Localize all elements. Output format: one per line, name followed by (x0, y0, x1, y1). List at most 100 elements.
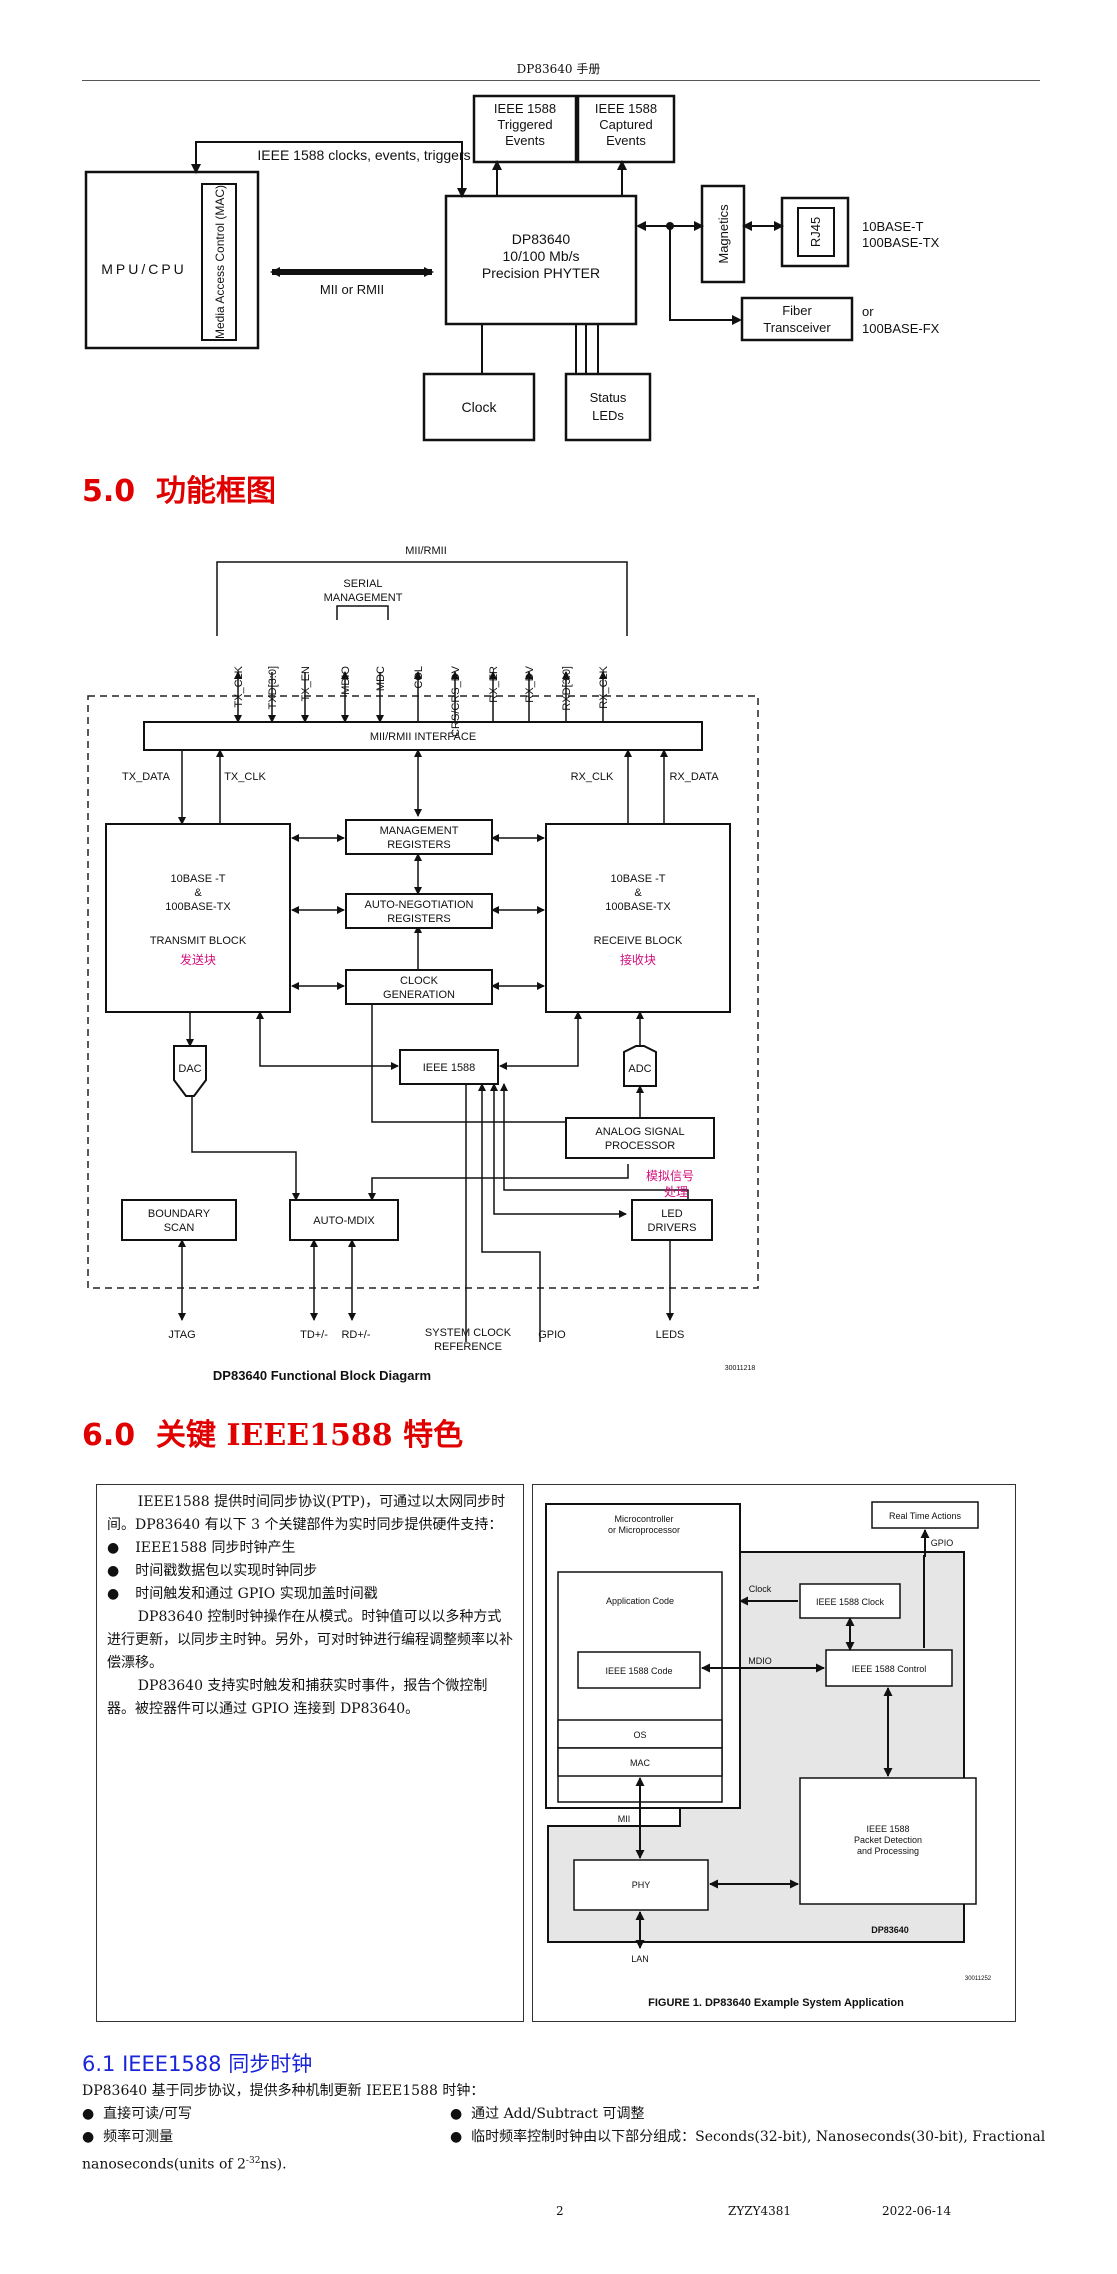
asp-l2: PROCESSOR (605, 1140, 675, 1152)
section-6-bullet-list: IEEE1588 同步时钟产生 时间戳数据包以实现时钟同步 时间触发和通过 GP… (107, 1537, 513, 1606)
clock-arrow-label: Clock (749, 1584, 772, 1594)
triggered-events-box (472, 94, 578, 164)
continuation-prefix: nanoseconds(units of 2 (82, 2156, 246, 2173)
mii-rmii-label: MII or RMII (320, 282, 384, 297)
chip-boundary (87, 695, 759, 1289)
header-divider (82, 80, 1040, 81)
pin-rx-er: RX_ER (488, 666, 500, 703)
packet-l3: and Processing (857, 1846, 919, 1856)
or-label: or (862, 304, 874, 319)
pin-col: COL (413, 666, 425, 689)
magnetics-label: Magnetics (716, 204, 731, 264)
pin-rxd: RXD[3:0] (561, 666, 573, 711)
autoneg-regs-box (345, 893, 493, 929)
rx-block-l1: 10BASE -T (610, 873, 665, 885)
rj45-label: RJ45 (808, 217, 823, 247)
mac-box (557, 1747, 723, 1777)
phy-l1: DP83640 (512, 231, 571, 247)
code-1588-label: IEEE 1588 Code (605, 1666, 672, 1676)
section-6-1-bullet-l1: ● 直接可读/可写 (82, 2106, 192, 2122)
tx-block-l3: 100BASE-TX (165, 901, 231, 913)
mdio-label: MDIO (748, 1656, 772, 1666)
os-box (557, 1719, 723, 1749)
control-1588-label: IEEE 1588 Control (852, 1664, 927, 1674)
10baset-label: 10BASE-T (862, 219, 923, 234)
page-header: DP83640 手册 (516, 62, 601, 76)
micro-l1: Microcontroller (614, 1514, 673, 1524)
code-1588-box (577, 1651, 701, 1689)
continuation-sup: -32 (245, 2156, 261, 2166)
jtag-label: JTAG (168, 1329, 195, 1341)
status-l2: LEDs (592, 408, 624, 423)
phy-l3: Precision PHYTER (482, 265, 600, 281)
section-6-1-continuation: nanoseconds(units of 2-32ns). (82, 2150, 287, 2177)
section-6-text-box: IEEE1588 提供时间同步协议(PTP)，可通过以太网同步时间。DP8364… (96, 1484, 524, 2022)
bullet-text: 临时频率控制时钟由以下部分组成：Seconds(32-bit), Nanosec… (471, 2129, 1046, 2145)
clock-gen-box (345, 969, 493, 1005)
section-6-title-en: IEEE1588 (226, 1418, 393, 1453)
receive-block (545, 823, 731, 1013)
example-system-diagram: Microcontroller or Microprocessor Applic… (545, 1501, 992, 2009)
bullet-text: 直接可读/可写 (103, 2106, 192, 2122)
status-leds-box (564, 372, 652, 442)
control-1588-box (825, 1649, 953, 1687)
serial-mgmt-l1: SERIAL (343, 578, 382, 590)
tx-block-l4: TRANSMIT BLOCK (150, 935, 247, 947)
tx-block-cn: 发送块 (180, 952, 216, 967)
clockgen-l1: CLOCK (400, 975, 439, 987)
clock-box (422, 372, 536, 442)
bscan-l2: SCAN (164, 1222, 195, 1234)
led-drivers-l1: LED (661, 1208, 682, 1220)
rd-label: RD+/- (341, 1329, 370, 1341)
bullet-text: 频率可测量 (103, 2129, 174, 2145)
td-label: TD+/- (300, 1329, 328, 1341)
continuation-suffix: ns). (260, 2156, 287, 2173)
section-6-1-heading: 6.1 IEEE1588 同步时钟 (82, 2052, 313, 2076)
asp-cn-l2: 处理 (664, 1185, 688, 1199)
led-drivers-l2: DRIVERS (648, 1222, 697, 1234)
tx-clk-label: TX_CLK (224, 771, 266, 783)
mgmt-l2: REGISTERS (387, 839, 451, 851)
bullet-item: 时间触发和通过 GPIO 实现加盖时间戳 (107, 1583, 513, 1606)
pin-rx-clk: RX_CLK (598, 665, 610, 708)
clock-label: Clock (461, 399, 497, 415)
mii-rmii-top: MII/RMII (405, 545, 447, 557)
pin-tx-en: TX_EN (300, 666, 312, 702)
asp-l1: ANALOG SIGNAL (595, 1126, 684, 1138)
100basefx-label: 100BASE-FX (862, 321, 940, 336)
doc-date: 2022-06-14 (882, 2204, 952, 2218)
rx-block-l4: RECEIVE BLOCK (594, 935, 683, 947)
fiber-l2: Transceiver (763, 320, 831, 335)
rx-data-label: RX_DATA (669, 771, 719, 783)
packet-box (799, 1777, 977, 1905)
mpu-box (84, 170, 260, 350)
clockgen-l2: GENERATION (383, 989, 455, 1001)
transmit-block (105, 823, 291, 1013)
clocks-label: IEEE 1588 clocks, events, triggers (257, 147, 470, 163)
serial-mgmt-l2: MANAGEMENT (324, 592, 403, 604)
pin-rx-dv: RX_DV (524, 665, 536, 702)
section-6-title-cn2: 特色 (403, 1418, 464, 1453)
lan-label: LAN (631, 1954, 649, 1964)
asp-cn-l1: 模拟信号 (646, 1169, 694, 1183)
section-6-title-cn: 关键 (156, 1418, 217, 1453)
rx-block-l2: & (634, 887, 642, 899)
triggered-l3: Events (505, 133, 545, 148)
example-system-figure-box (532, 1484, 1016, 2022)
os-label: OS (633, 1730, 646, 1740)
section-6-para-3: DP83640 支持实时触发和捕获实时事件，报告个微控制器。被控器件可以通过 G… (107, 1678, 488, 1717)
packet-l1: IEEE 1588 (866, 1824, 909, 1834)
bullet-item: 时间戳数据包以实现时钟同步 (107, 1560, 513, 1583)
ieee1588-box (399, 1049, 499, 1085)
triggered-l2: Triggered (497, 117, 552, 132)
packet-l2: Packet Detection (854, 1835, 922, 1845)
app-code-label: Application Code (606, 1596, 674, 1606)
section-5-heading: 5.0 功能框图 (82, 466, 276, 510)
section-6-1-intro: DP83640 基于同步协议，提供多种机制更新 IEEE1588 时钟： (82, 2083, 485, 2099)
rx-block-cn: 接收块 (620, 952, 656, 967)
captured-l3: Events (606, 133, 646, 148)
leds-label: LEDS (656, 1329, 685, 1341)
ieee1588-label: IEEE 1588 (423, 1062, 476, 1074)
sysclk-l1: SYSTEM CLOCK (425, 1327, 512, 1339)
section-6-para-1: IEEE1588 提供时间同步协议(PTP)，可通过以太网同步时间。DP8364… (107, 1494, 506, 1533)
